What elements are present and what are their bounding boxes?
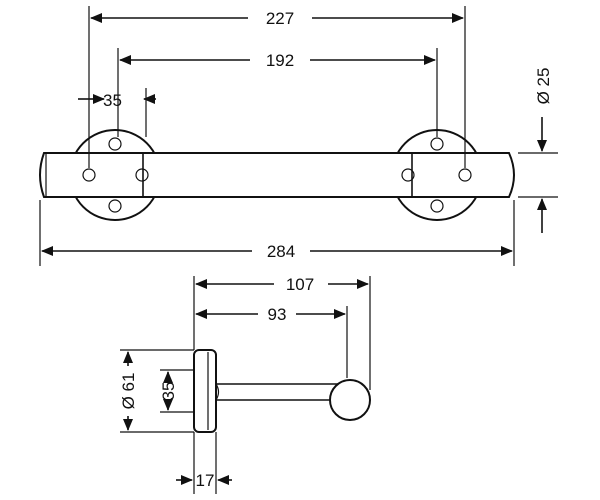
dim-192-label: 192	[266, 51, 294, 70]
dim-227-label: 227	[266, 9, 294, 28]
side-bar-end	[329, 379, 371, 421]
dim-17-label: 17	[196, 471, 215, 490]
dim-284-label: 284	[267, 242, 295, 261]
top-view: 227 192 35 Ø 25 284	[39, 6, 558, 266]
dim-35-side-label: 35	[159, 382, 178, 401]
dim-93-label: 93	[268, 305, 287, 324]
side-wall-plate	[193, 349, 217, 433]
dim-diameter-25-label: Ø 25	[534, 68, 553, 105]
side-arm	[216, 383, 345, 401]
dim-35-top-label: 35	[103, 91, 122, 110]
dim-diameter-61-label: Ø 61	[119, 373, 138, 410]
side-view: 107 93 Ø 61 35 17	[119, 275, 371, 494]
grab-bar-tube	[39, 152, 515, 198]
dim-107-label: 107	[286, 275, 314, 294]
